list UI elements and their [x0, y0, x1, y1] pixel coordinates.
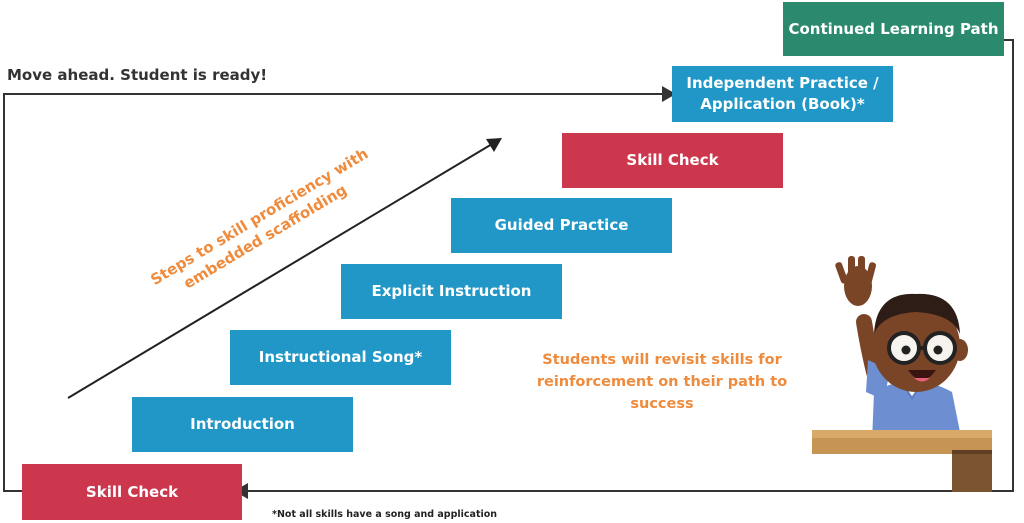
independent-practice-label-line2: Application (Book)* [700, 95, 865, 113]
scaffolding-arrowhead [486, 138, 502, 152]
explicit-instruction-box: Explicit Instruction [341, 264, 562, 319]
introduction-label: Introduction [190, 415, 295, 433]
guided-practice-label: Guided Practice [494, 216, 629, 234]
revisit-line2: reinforcement on their path to [536, 374, 788, 390]
move-ahead-label: Move ahead. Student is ready! [7, 66, 268, 84]
guided-practice-box: Guided Practice [451, 198, 672, 253]
skill-check-mid-box: Skill Check [562, 133, 783, 188]
move-ahead-line [3, 93, 666, 492]
independent-practice-label-line1: Independent Practice / [686, 74, 879, 92]
revisit-skills-note: Students will revisit skills for reinfor… [524, 349, 800, 415]
explicit-instruction-label: Explicit Instruction [371, 282, 532, 300]
continued-learning-box: Continued Learning Path [783, 2, 1004, 56]
footnote: *Not all skills have a song and applicat… [272, 509, 498, 520]
revisit-line3: success [630, 396, 694, 412]
move-ahead-arrowhead [662, 86, 676, 102]
skill-check-start-box: Skill Check [22, 464, 242, 520]
skill-check-mid-label: Skill Check [626, 151, 719, 169]
continued-learning-label: Continued Learning Path [788, 19, 999, 38]
skill-check-start-label: Skill Check [85, 482, 179, 501]
return-path-line [240, 39, 1014, 492]
student-raising-hand-illustration [812, 256, 992, 492]
introduction-box: Introduction [132, 397, 353, 452]
instructional-song-box: Instructional Song* [230, 330, 451, 385]
scaffolding-arrow-line [67, 143, 493, 399]
independent-practice-box: Independent Practice / Application (Book… [672, 66, 893, 122]
revisit-line1: Students will revisit skills for [542, 352, 782, 368]
instructional-song-label: Instructional Song* [258, 348, 423, 366]
